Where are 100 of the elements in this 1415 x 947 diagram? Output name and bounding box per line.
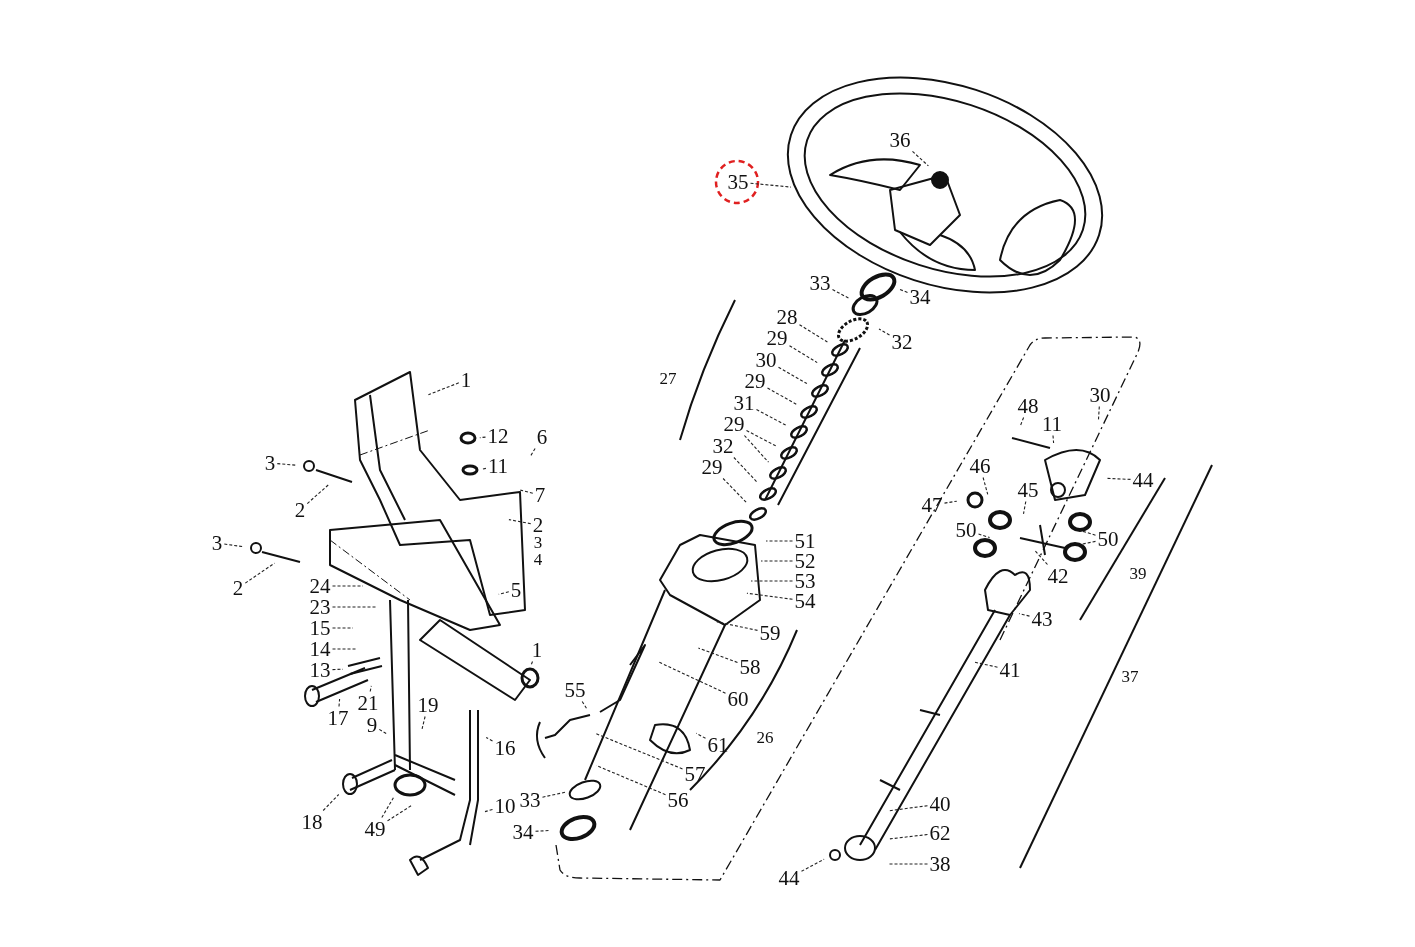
group-number: 39 bbox=[1128, 564, 1148, 582]
callout-number: 33 bbox=[808, 272, 832, 294]
leader-line bbox=[581, 700, 588, 710]
leader-line bbox=[911, 150, 929, 167]
callout-number: 34 bbox=[511, 821, 535, 843]
leader-line bbox=[480, 467, 487, 470]
leader-line bbox=[331, 585, 364, 587]
leader-line bbox=[766, 387, 798, 405]
leader-line bbox=[697, 647, 739, 663]
leader-line bbox=[485, 736, 494, 742]
leader-line bbox=[378, 728, 388, 735]
leader-line bbox=[421, 715, 426, 730]
leader-line bbox=[695, 732, 707, 739]
callout-number: 62 bbox=[928, 822, 952, 844]
callout-number: 32 bbox=[711, 435, 735, 457]
leader-line bbox=[749, 182, 792, 188]
leader-line bbox=[1052, 434, 1055, 444]
callout-number: 44 bbox=[1131, 469, 1155, 491]
callout-number: 28 bbox=[775, 306, 799, 328]
leader-line bbox=[777, 366, 808, 385]
leader-line bbox=[306, 483, 330, 505]
leader-line bbox=[331, 648, 358, 650]
leader-line bbox=[427, 382, 460, 396]
leader-line bbox=[755, 409, 787, 426]
callout-number: 36 bbox=[888, 129, 912, 151]
leader-line bbox=[530, 660, 534, 666]
callout-number: 53 bbox=[793, 570, 817, 592]
leader-line bbox=[746, 592, 794, 600]
leader-line bbox=[733, 456, 759, 484]
leader-line bbox=[1097, 405, 1100, 420]
leader-line bbox=[1080, 530, 1097, 536]
callout-number: 2 bbox=[293, 499, 307, 521]
callout-number: 15 bbox=[308, 617, 332, 639]
callout-number: 17 bbox=[326, 707, 350, 729]
callout-number: 32 bbox=[890, 331, 914, 353]
leader-line bbox=[888, 805, 929, 812]
leader-line bbox=[1018, 613, 1031, 617]
callout-number: 16 bbox=[493, 737, 517, 759]
leader-line bbox=[594, 732, 684, 770]
callout-number: 52 bbox=[793, 550, 817, 572]
callout-number: 6 bbox=[535, 426, 549, 448]
callout-number: 49 bbox=[363, 818, 387, 840]
leader-line bbox=[1022, 500, 1027, 515]
callout-number: 1 bbox=[459, 369, 473, 391]
callout-number: 3 bbox=[263, 452, 277, 474]
group-number: 37 bbox=[1120, 667, 1140, 685]
leader-line bbox=[1033, 549, 1049, 566]
leader-line bbox=[331, 627, 354, 629]
callout-number: 59 bbox=[758, 622, 782, 644]
callout-number: 2 bbox=[531, 514, 545, 536]
callout-number: 29 bbox=[743, 370, 767, 392]
callout-number: 60 bbox=[726, 688, 750, 710]
leader-line bbox=[244, 562, 276, 584]
leader-line bbox=[223, 543, 244, 548]
callout-number: 24 bbox=[308, 575, 332, 597]
leader-line bbox=[750, 580, 794, 582]
group-number: 27 bbox=[658, 369, 678, 387]
leader-line bbox=[369, 685, 372, 693]
leader-line bbox=[541, 791, 567, 798]
leader-line bbox=[484, 808, 494, 813]
callout-number: 29 bbox=[765, 327, 789, 349]
group-number: 4 bbox=[532, 550, 544, 568]
callout-number: 46 bbox=[968, 455, 992, 477]
leader-line bbox=[716, 621, 759, 631]
callout-number: 50 bbox=[954, 519, 978, 541]
callout-number: 5 bbox=[509, 579, 523, 601]
callout-number: 61 bbox=[706, 734, 730, 756]
callout-number: 33 bbox=[518, 789, 542, 811]
callout-number: 30 bbox=[754, 349, 778, 371]
callout-number: 34 bbox=[908, 286, 932, 308]
leader-line bbox=[745, 429, 777, 447]
leader-line bbox=[529, 447, 536, 458]
callout-number: 44 bbox=[777, 867, 801, 889]
callout-number: 1 bbox=[530, 639, 544, 661]
leader-line bbox=[1019, 416, 1025, 427]
leader-line bbox=[800, 858, 825, 872]
leader-line bbox=[765, 540, 794, 542]
leader-line bbox=[898, 288, 909, 293]
callout-number: 2 bbox=[231, 577, 245, 599]
callout-number: 9 bbox=[365, 714, 379, 736]
leader-line bbox=[760, 560, 794, 562]
callout-number: 45 bbox=[1016, 479, 1040, 501]
callout-number: 30 bbox=[1088, 384, 1112, 406]
leader-line bbox=[331, 668, 344, 671]
callout-number: 58 bbox=[738, 656, 762, 678]
leader-line bbox=[595, 764, 667, 796]
callout-number: 19 bbox=[416, 694, 440, 716]
group-number: 3 bbox=[532, 533, 544, 551]
callout-number: 55 bbox=[563, 679, 587, 701]
callout-number: 42 bbox=[1046, 565, 1070, 587]
callout-number: 11 bbox=[1040, 413, 1064, 435]
leader-line bbox=[331, 606, 378, 608]
callout-number: 57 bbox=[683, 763, 707, 785]
leader-line bbox=[1106, 477, 1132, 480]
leader-line bbox=[788, 345, 818, 364]
leader-line bbox=[943, 500, 958, 504]
leader-line bbox=[889, 833, 929, 840]
callout-number: 14 bbox=[308, 638, 332, 660]
leader-line bbox=[498, 591, 510, 595]
callout-number: 12 bbox=[486, 425, 510, 447]
